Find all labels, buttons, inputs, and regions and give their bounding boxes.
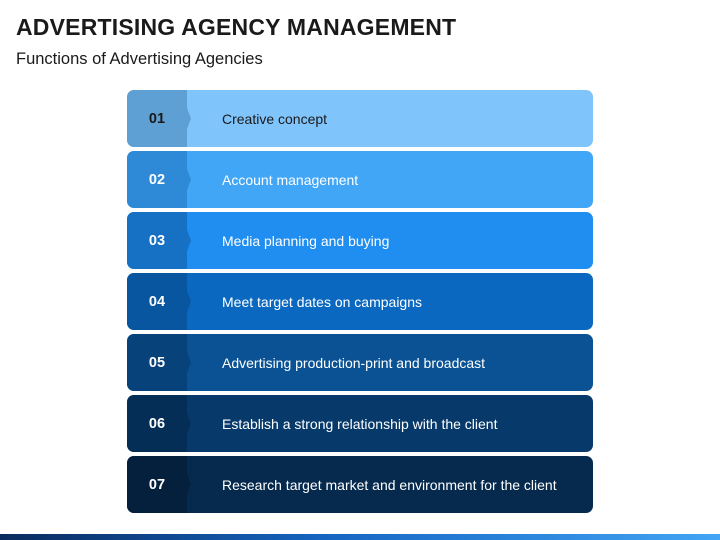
item-number: 03 [148,232,166,249]
number-tab: 04 [127,273,191,330]
number-tab: 03 [127,212,191,269]
chevron-tab-shape [127,212,191,269]
item-label: Media planning and buying [222,232,390,249]
item-number: 01 [148,110,166,127]
item-label: Research target market and environment f… [222,476,557,493]
item-label: Establish a strong relationship with the… [222,415,498,432]
page-subtitle: Functions of Advertising Agencies [16,50,263,68]
chevron-tab-shape [127,151,191,208]
item-label: Creative concept [222,110,328,127]
list-item-03: 03 Media planning and buying [127,212,593,269]
chevron-tab-shape [127,456,191,513]
item-number: 04 [148,293,166,310]
list-item-06: 06 Establish a strong relationship with … [127,395,593,452]
chevron-tab-shape [127,90,191,147]
chevron-tab-shape [127,273,191,330]
number-tab: 01 [127,90,191,147]
page-title: ADVERTISING AGENCY MANAGEMENT [16,14,457,40]
functions-list: 01 Creative concept 02 Account managemen… [127,90,593,517]
list-item-02: 02 Account management [127,151,593,208]
item-label: Advertising production-print and broadca… [222,354,486,371]
item-label: Account management [222,171,359,188]
item-number: 06 [148,415,166,432]
number-tab: 07 [127,456,191,513]
item-number: 05 [148,354,166,371]
chevron-tab-shape [127,395,191,452]
list-item-07: 07 Research target market and environmen… [127,456,593,513]
footer-gradient-bar [0,534,720,540]
item-number: 02 [148,171,166,188]
item-label: Meet target dates on campaigns [222,293,423,310]
number-tab: 02 [127,151,191,208]
list-item-04: 04 Meet target dates on campaigns [127,273,593,330]
number-tab: 06 [127,395,191,452]
list-item-01: 01 Creative concept [127,90,593,147]
number-tab: 05 [127,334,191,391]
list-item-05: 05 Advertising production-print and broa… [127,334,593,391]
item-number: 07 [148,476,166,493]
chevron-tab-shape [127,334,191,391]
